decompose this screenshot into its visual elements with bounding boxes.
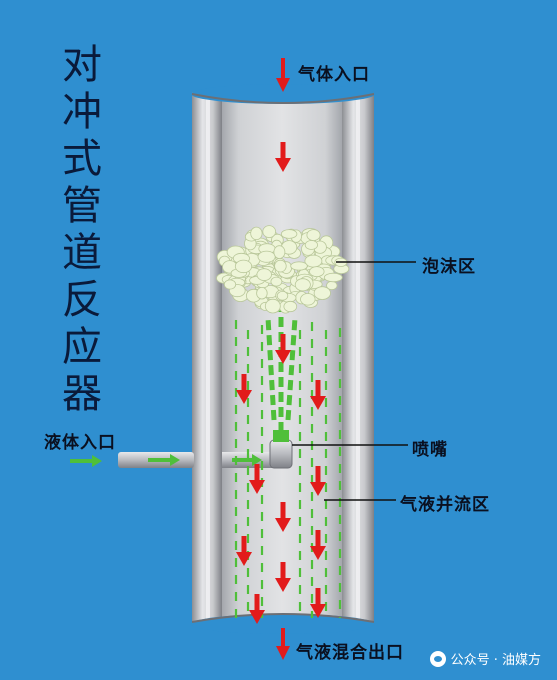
down-arrow-icon — [310, 466, 326, 496]
watermark: 公众号 · 油媒方 — [429, 649, 541, 668]
down-arrow-icon — [310, 530, 326, 560]
foam-bubble — [323, 272, 343, 283]
flow-right-arrow-icon — [148, 454, 180, 466]
down-arrow-icon — [275, 142, 291, 172]
down-arrow-icon — [236, 536, 252, 566]
down-arrow-icon — [276, 628, 290, 660]
page-title: 对冲式管道反应器 — [62, 42, 102, 417]
foam-bubble — [250, 226, 263, 241]
down-arrow-icon — [276, 58, 290, 92]
foam-bubble — [264, 298, 281, 314]
foam-bubble — [280, 229, 298, 239]
foam-bubble — [300, 293, 316, 306]
foam-bubble — [234, 259, 253, 274]
spray-jet — [265, 300, 298, 432]
spray-lines — [234, 320, 342, 618]
foam-bubble — [313, 286, 331, 300]
liquid-inlet-label: 液体入口 — [44, 433, 116, 453]
outlet-label: 气液混合出口 — [296, 643, 404, 663]
gas-flow-arrows — [236, 142, 326, 624]
foam-bubble — [223, 279, 237, 290]
down-arrow-icon — [310, 588, 326, 618]
gas-inlet-label: 气体入口 — [298, 65, 370, 85]
foam-bubble — [276, 290, 289, 301]
foam-bubble — [283, 300, 298, 313]
foam-bubble — [270, 276, 283, 287]
down-arrow-icon — [275, 334, 291, 364]
foam-bubble — [273, 245, 286, 259]
foam-bubble — [309, 266, 325, 278]
foam-bubble — [262, 225, 277, 239]
down-arrow-icon — [249, 464, 265, 494]
foam-bubble — [294, 278, 311, 292]
nozzle-tip — [273, 430, 289, 442]
pipe-wall-left-highlight — [206, 92, 210, 622]
foam-bubble — [290, 261, 308, 271]
down-arrow-icon — [249, 594, 265, 624]
foam-bubble — [257, 250, 276, 263]
pipe-bottom-rim — [191, 613, 375, 623]
wechat-icon — [429, 650, 446, 667]
pipe-wall-right-highlight — [356, 92, 360, 622]
down-arrow-icon — [275, 502, 291, 532]
pipe-bottom-opening — [191, 614, 375, 634]
foam-bubble — [304, 240, 318, 250]
foam-bubble — [256, 287, 268, 300]
nozzle-label: 喷嘴 — [412, 440, 448, 460]
down-arrow-icon — [275, 562, 291, 592]
foam-zone — [216, 225, 350, 314]
down-arrow-icon — [236, 374, 252, 404]
pipe-top-rim — [191, 93, 375, 104]
foam-bubble — [256, 268, 272, 281]
watermark-text: 公众号 · 油媒方 — [450, 653, 541, 668]
flow-right-arrow-icon — [70, 455, 102, 467]
foam-zone-label: 泡沫区 — [422, 257, 476, 277]
foam-bubble — [306, 229, 321, 242]
nozzle-body — [269, 439, 293, 469]
pipe-top-opening — [191, 84, 375, 104]
down-arrow-icon — [310, 380, 326, 410]
cocurrent-zone-label: 气液并流区 — [400, 495, 490, 515]
foam-bubble — [274, 259, 287, 273]
